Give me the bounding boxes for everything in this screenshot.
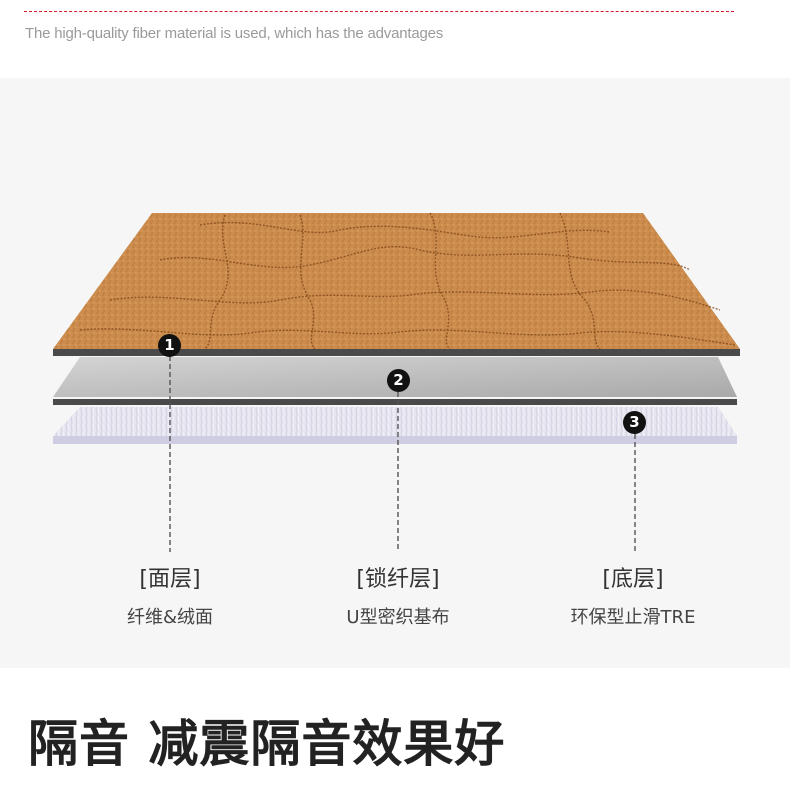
layer-1-surface bbox=[53, 212, 740, 356]
layer-1-title: [面层] bbox=[139, 567, 201, 592]
layer-diagram: 1 2 3 [面层] 纤维&绒面 [锁纤层] U型密织基布 [底层] 环保型止滑… bbox=[0, 78, 790, 668]
layer-3-label: [底层] 环保型止滑TRE bbox=[533, 566, 733, 630]
layer-3-description: 环保型止滑TRE bbox=[570, 607, 696, 628]
badge-2: 2 bbox=[387, 369, 410, 392]
header-section: The high-quality fiber material is used,… bbox=[0, 0, 790, 78]
badge-1: 1 bbox=[158, 334, 181, 357]
layer-2-label: [锁纤层] U型密织基布 bbox=[298, 566, 498, 630]
layer-1-label: [面层] 纤维&绒面 bbox=[70, 566, 270, 630]
layer-2-description: U型密织基布 bbox=[346, 607, 450, 628]
layer-3-title: [底层] bbox=[602, 567, 664, 592]
layer-2-title: [锁纤层] bbox=[356, 567, 440, 592]
red-dashed-divider bbox=[24, 11, 734, 12]
leader-lines bbox=[169, 356, 636, 552]
subtitle: The high-quality fiber material is used,… bbox=[25, 25, 444, 42]
layer-3-backing bbox=[53, 407, 737, 444]
layer-1-description: 纤维&绒面 bbox=[126, 607, 214, 628]
badge-3: 3 bbox=[623, 411, 646, 434]
layer-illustration bbox=[53, 212, 740, 552]
headline: 隔音 减震隔音效果好 bbox=[28, 715, 506, 773]
